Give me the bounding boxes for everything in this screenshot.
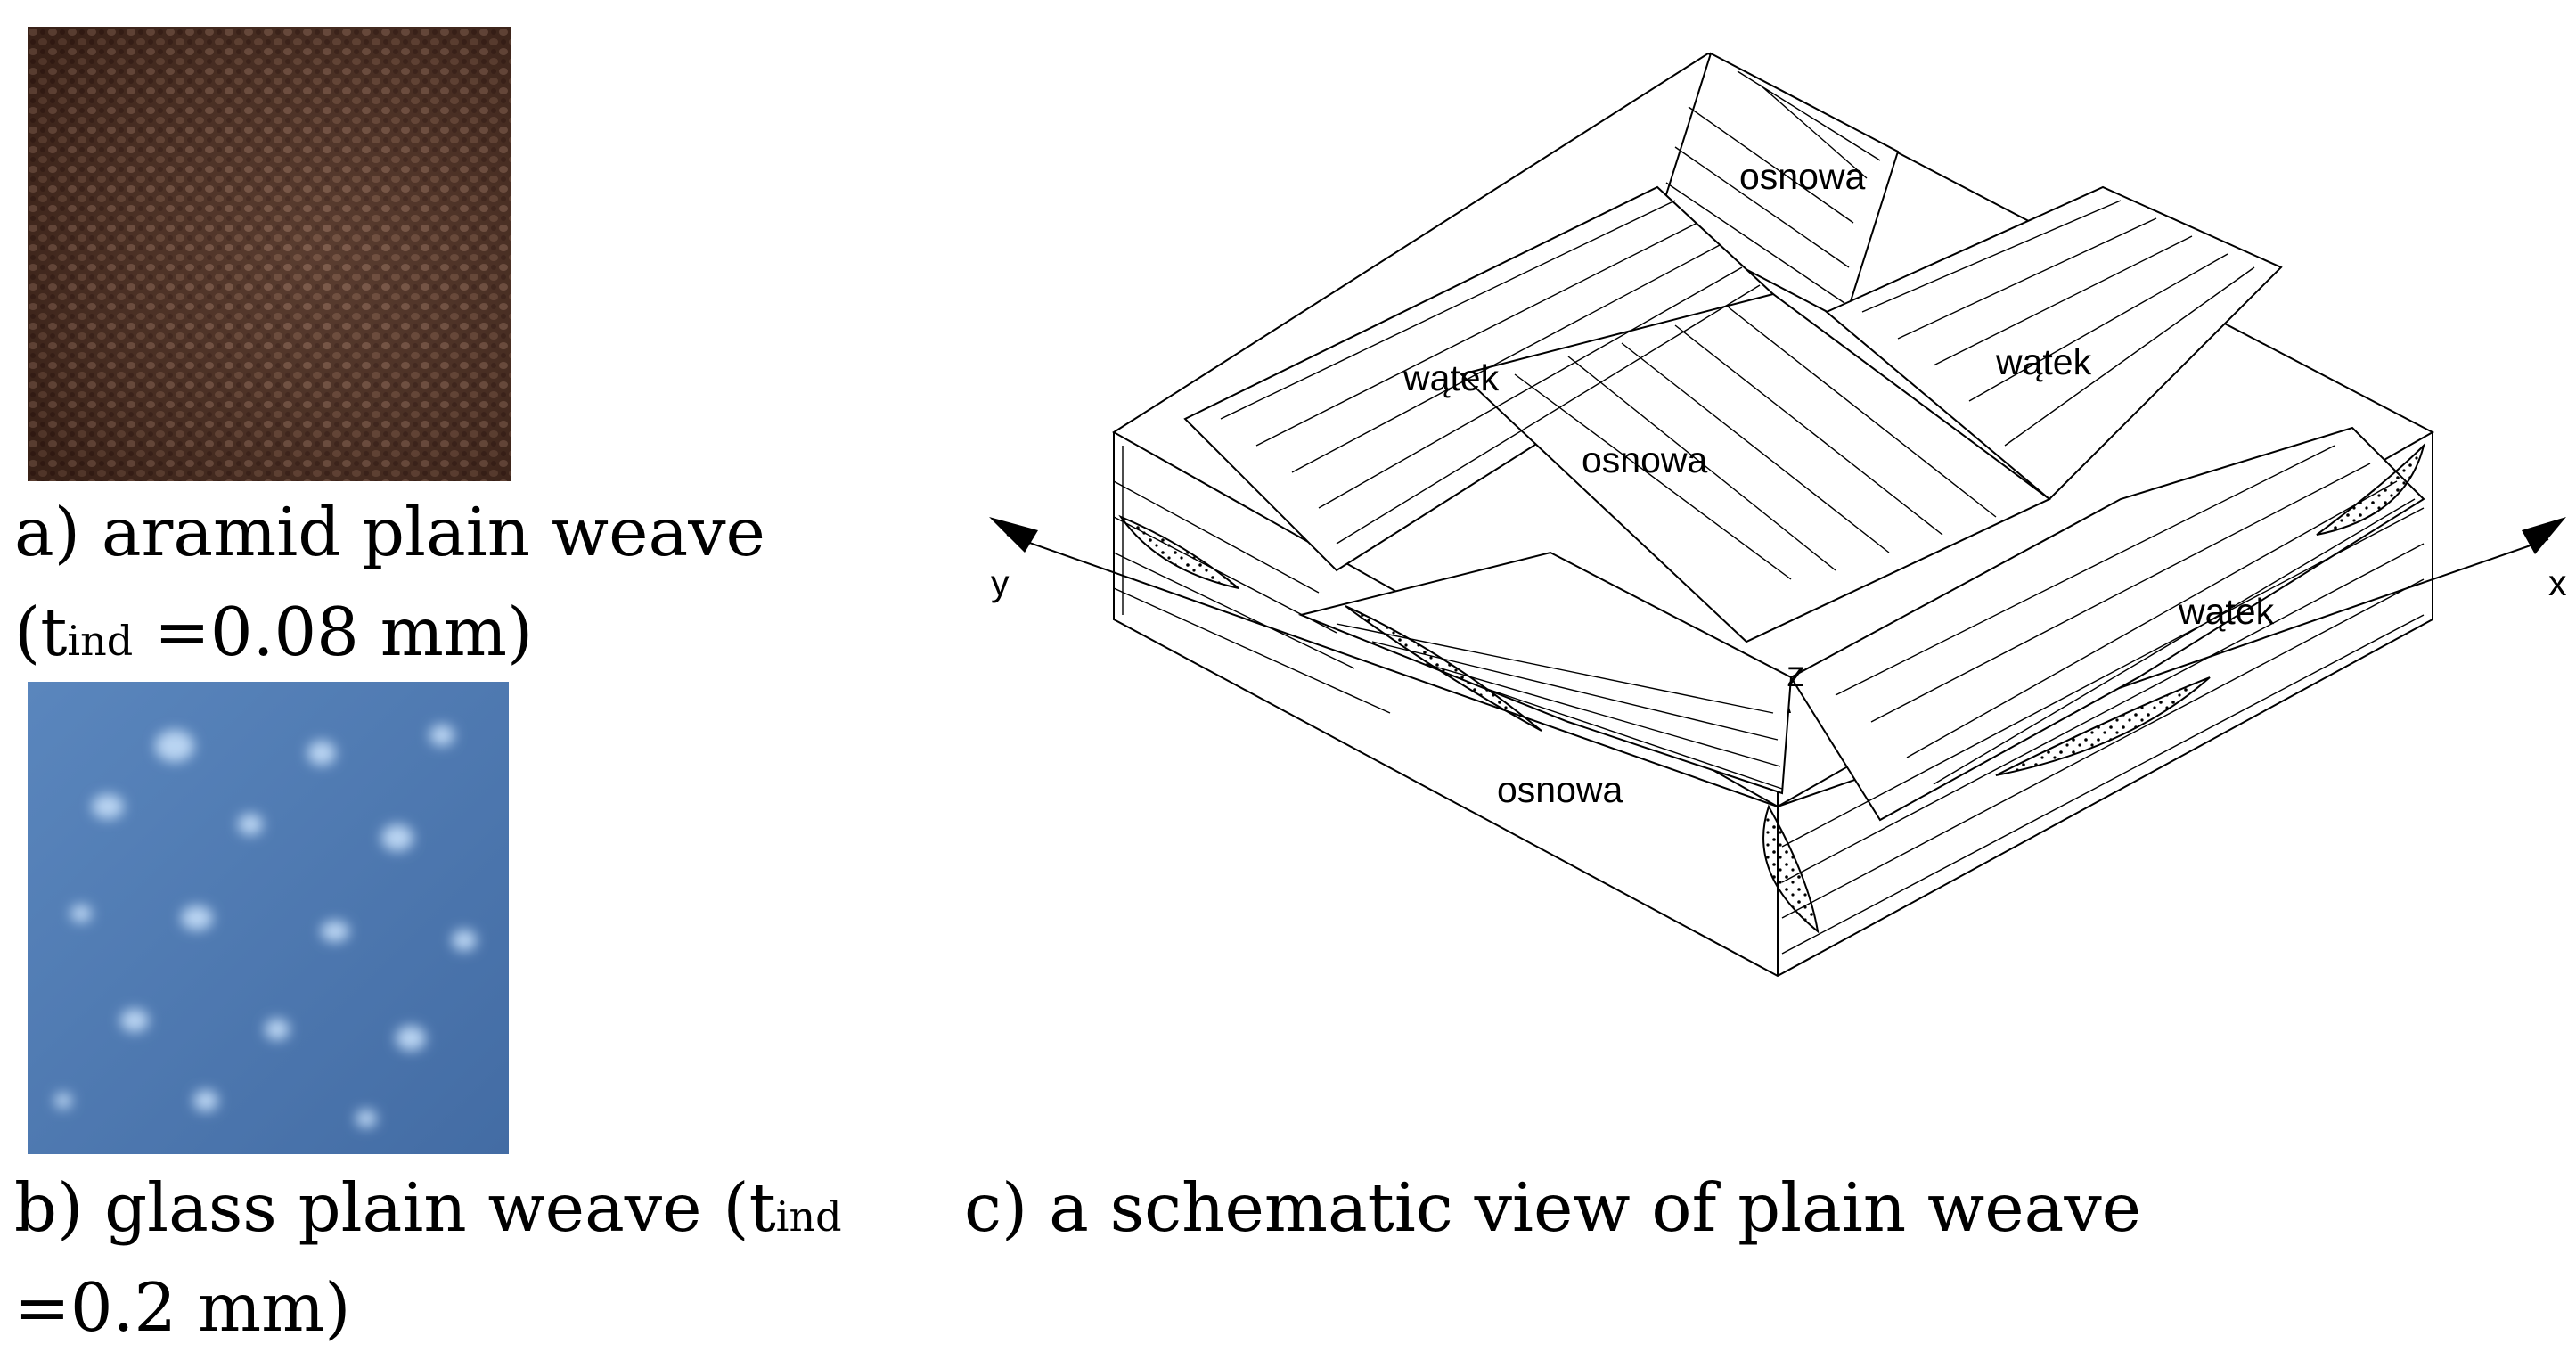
hatch-osnowa-center [1514, 307, 1997, 580]
cross-section-right [2316, 442, 2425, 536]
x-axis-arrow [2522, 517, 2566, 554]
cross-section-mid-right [1995, 676, 2211, 776]
label-watek-front: wątek [2178, 591, 2275, 632]
hatch-osnowa-front [1336, 623, 1783, 790]
cross-section-left [1118, 514, 1239, 589]
y-axis-line [1006, 534, 1779, 807]
caption-a-line2: (tind =0.08 mm) [14, 599, 533, 666]
hatch-right-side [1781, 507, 2425, 955]
caption-a-line1: a) aramid plain weave [14, 493, 765, 571]
caption-a-prefix: (t [14, 593, 68, 671]
yarn-osnowa-front [1297, 551, 1793, 795]
glass-weave-photo [28, 682, 509, 1154]
axis-label-x: x [2548, 562, 2567, 603]
hatch-watek-front [1835, 445, 2416, 785]
yarn-watek-right [1825, 185, 2283, 501]
hatch-osnowa-back [1665, 70, 1881, 304]
cross-section-front [1762, 804, 1820, 934]
label-osnowa-center: osnowa [1582, 439, 1708, 480]
plain-weave-schematic: osnowa wątek wątek osnowa wątek osnowa y… [962, 36, 2576, 1007]
label-watek-left: wątek [1402, 357, 1500, 398]
label-osnowa-front: osnowa [1497, 769, 1623, 810]
hatch-watek-right [1861, 200, 2255, 447]
caption-a-subscript: ind [67, 617, 134, 665]
label-osnowa-top: osnowa [1739, 156, 1866, 197]
yarn-watek-front [1789, 426, 2425, 822]
caption-a-suffix: =0.08 mm) [133, 593, 534, 671]
schematic-svg: osnowa wątek wątek osnowa wątek osnowa y… [989, 52, 2567, 978]
axis-label-y: y [991, 562, 1010, 603]
aramid-weave-photo [28, 27, 511, 481]
axis-label-z: z [1787, 653, 1805, 694]
caption-b-line1: b) glass plain weave (tind [14, 1175, 842, 1241]
caption-b-prefix: b) glass plain weave (t [14, 1168, 776, 1247]
caption-c: c) a schematic view of plain weave [964, 1168, 2142, 1247]
caption-b-line2: =0.2 mm) [14, 1268, 351, 1347]
hatch-left-side [1113, 446, 1391, 714]
label-watek-right: wątek [1995, 341, 2092, 382]
y-axis-arrow [989, 517, 1038, 553]
caption-b-subscript: ind [775, 1192, 842, 1241]
cross-section-mid-left [1345, 605, 1542, 732]
hatch-watek-left [1220, 200, 1761, 545]
